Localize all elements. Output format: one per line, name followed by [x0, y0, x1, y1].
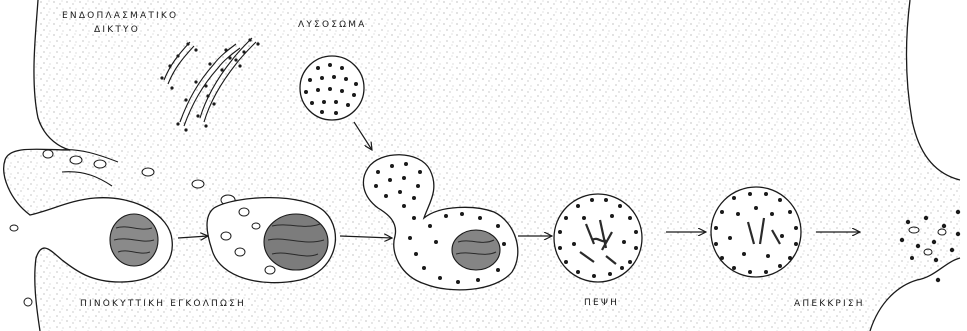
residual-body — [711, 187, 801, 277]
phagosome — [207, 198, 335, 283]
label-pinocytosis: ΠΙΝΟΚΥΤΤΙΚΗ ΕΓΚΟΛΠΩΣΗ — [80, 299, 246, 309]
label-er-line1: ΕΝΔΟΠΛΑΣΜΑΤΙΚΟ — [62, 11, 178, 21]
digestive-vacuole — [554, 194, 642, 282]
label-er-line2: ΔΙΚΤΥΟ — [94, 25, 140, 35]
lysosome — [300, 56, 364, 120]
label-digestion: ΠΕΨΗ — [584, 298, 619, 308]
label-lysosome: ΛΥΣΟΣΩΜΑ — [298, 20, 367, 30]
label-secretion: ΑΠΕΚΚΡΙΣΗ — [794, 299, 865, 309]
